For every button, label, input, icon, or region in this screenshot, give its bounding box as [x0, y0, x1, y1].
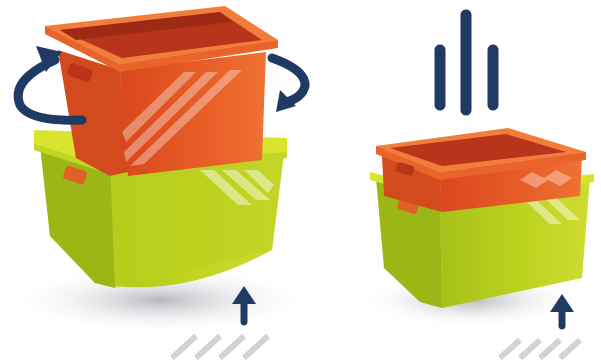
nested-crates-panel [360, 15, 594, 358]
rotate-right-arrow-icon [272, 58, 305, 112]
floor-stripes [172, 336, 268, 358]
down-motion-lines-icon [440, 15, 493, 110]
orange-crate-top-left [45, 6, 278, 176]
floor-stripes [500, 340, 580, 358]
stacked-crates-panel [10, 6, 310, 358]
